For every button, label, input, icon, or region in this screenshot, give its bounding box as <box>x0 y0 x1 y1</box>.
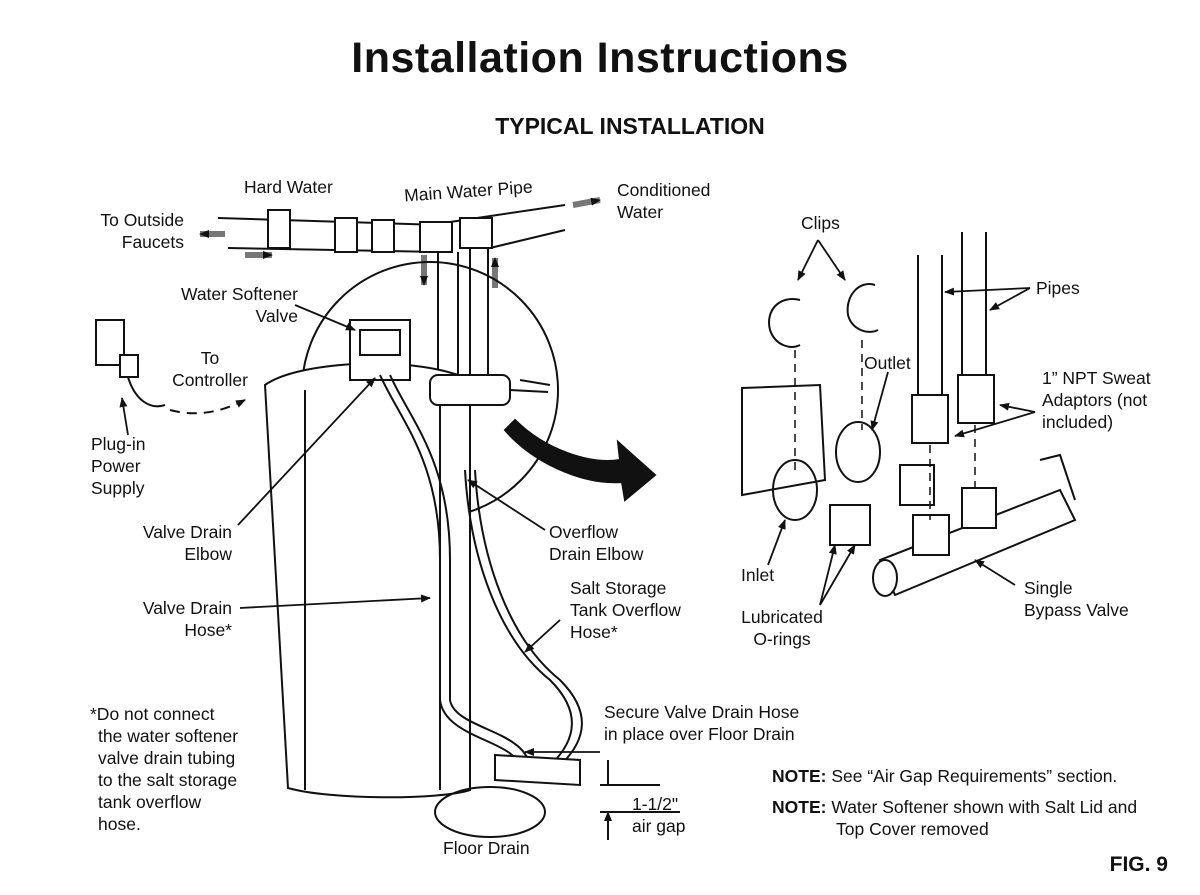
softener-tank <box>263 362 471 799</box>
label-disclaimer: *Do not connect the water softener valve… <box>90 704 239 834</box>
page-title: Installation Instructions <box>351 34 849 82</box>
label-outlet: Outlet <box>864 353 911 373</box>
note-salt-lid: NOTE: Water Softener shown with Salt Lid… <box>772 797 1138 839</box>
label-inlet: Inlet <box>741 565 775 585</box>
clip-left <box>768 298 801 348</box>
valve-drain-hose <box>379 374 521 771</box>
label-clips: Clips <box>801 213 840 233</box>
controller-cable <box>169 399 246 415</box>
section-subtitle: TYPICAL INSTALLATION <box>495 113 765 139</box>
clip-right <box>846 283 879 333</box>
riser-pipes <box>437 248 489 375</box>
label-air-gap: 1-1/2"air gap <box>632 794 686 836</box>
label-hard-water: Hard Water <box>244 177 333 197</box>
label-floor-drain: Floor Drain <box>443 838 530 858</box>
flow-arrow-out <box>572 197 601 208</box>
note-air-gap: NOTE: See “Air Gap Requirements” section… <box>772 766 1118 786</box>
label-pipes: Pipes <box>1036 278 1080 298</box>
figure-label: FIG. 9 <box>1109 853 1168 876</box>
detail-arrow <box>503 418 657 502</box>
main-water-pipe <box>217 217 441 253</box>
floor-drain <box>434 786 546 838</box>
detail-pipes <box>917 232 987 395</box>
overflow-drain-hose <box>464 469 573 771</box>
